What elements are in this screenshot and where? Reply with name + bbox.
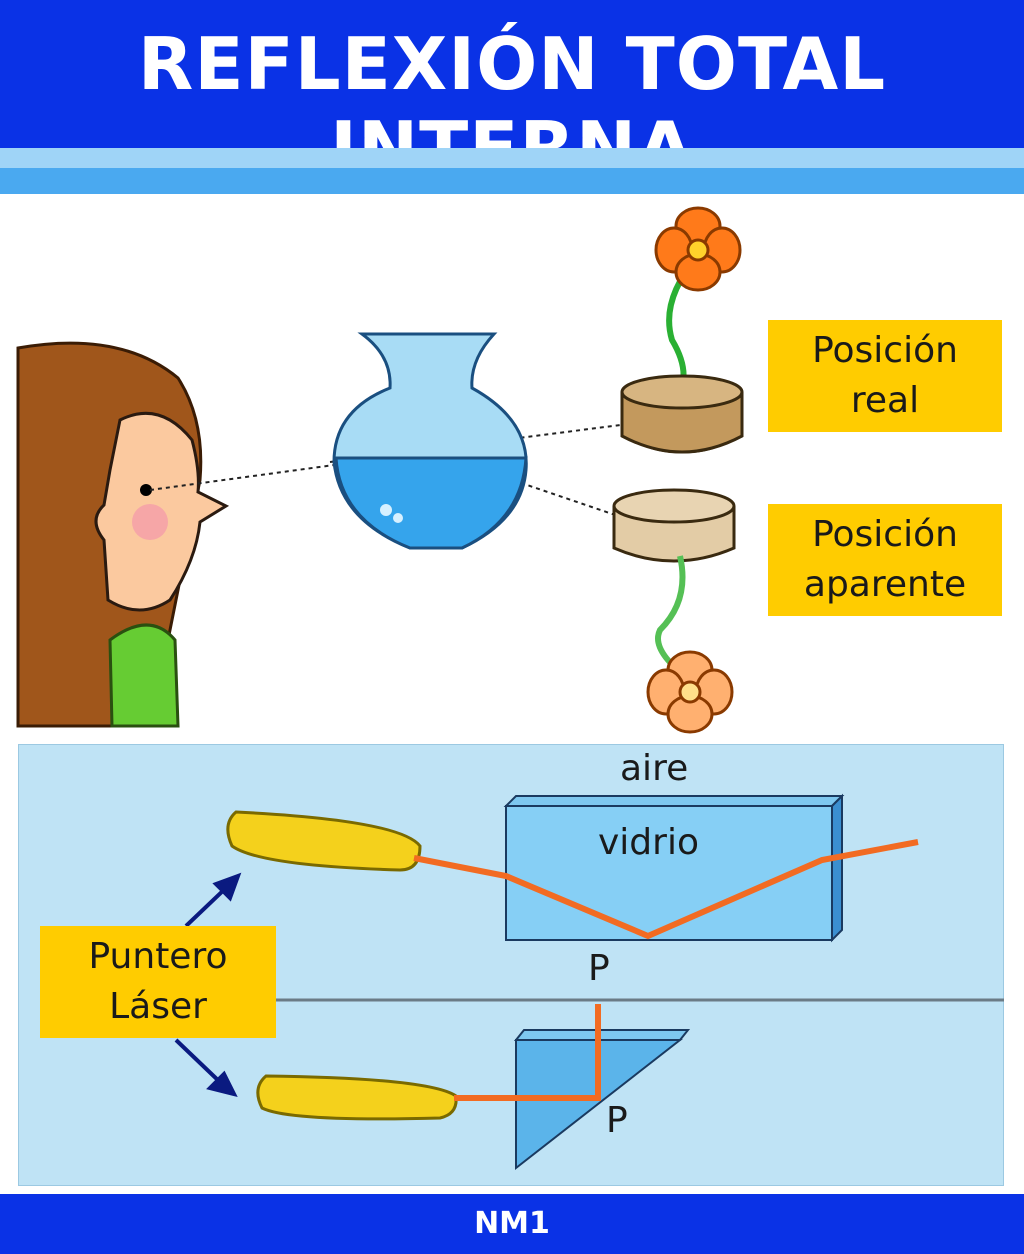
vase-bubble xyxy=(380,504,392,516)
girl-eye xyxy=(140,484,152,496)
pot-apparent-top xyxy=(612,488,736,524)
glass-block-top xyxy=(503,795,845,807)
footer-bar xyxy=(0,1194,1024,1254)
laser-pointer-top xyxy=(226,810,422,872)
label-laser-line2: Láser xyxy=(109,986,207,1027)
title-banner xyxy=(0,0,1024,148)
header-stripe-light xyxy=(0,148,1024,168)
arrow-to-bottom-pointer xyxy=(174,1038,238,1097)
pot-real-top xyxy=(620,374,744,410)
glass-block xyxy=(505,805,833,941)
label-laser-line1: Puntero xyxy=(88,936,228,977)
label-point-top: P xyxy=(588,948,610,989)
flower-apparent xyxy=(646,650,734,734)
flower-real xyxy=(654,206,742,292)
arrow-to-top-pointer xyxy=(184,872,242,928)
label-laser-pointer: Puntero Láser xyxy=(40,926,276,1038)
prism-top xyxy=(513,1029,691,1041)
top-illustration xyxy=(16,206,744,734)
girl-shirt xyxy=(108,623,180,728)
label-glass: vidrio xyxy=(598,822,699,863)
footer-label: NM1 xyxy=(474,1206,550,1241)
label-real-line2: real xyxy=(850,380,920,421)
label-apparent-line1: Posición xyxy=(812,514,958,555)
label-apparent-line2: aparente xyxy=(803,564,967,605)
vase-water xyxy=(334,456,528,550)
label-real-position: Posición real xyxy=(768,320,1002,432)
label-real-line1: Posición xyxy=(812,330,958,371)
girl-cheek xyxy=(132,504,168,540)
label-point-bottom: P xyxy=(606,1100,628,1141)
laser-pointer-bottom xyxy=(256,1074,458,1121)
laser-beam-bottom xyxy=(454,1004,601,1101)
label-air: aire xyxy=(620,748,689,789)
glass-block-side xyxy=(831,793,843,943)
vase-bubble xyxy=(393,513,403,523)
laser-beam-top xyxy=(413,839,919,940)
label-apparent-position: Posición aparente xyxy=(768,504,1002,616)
